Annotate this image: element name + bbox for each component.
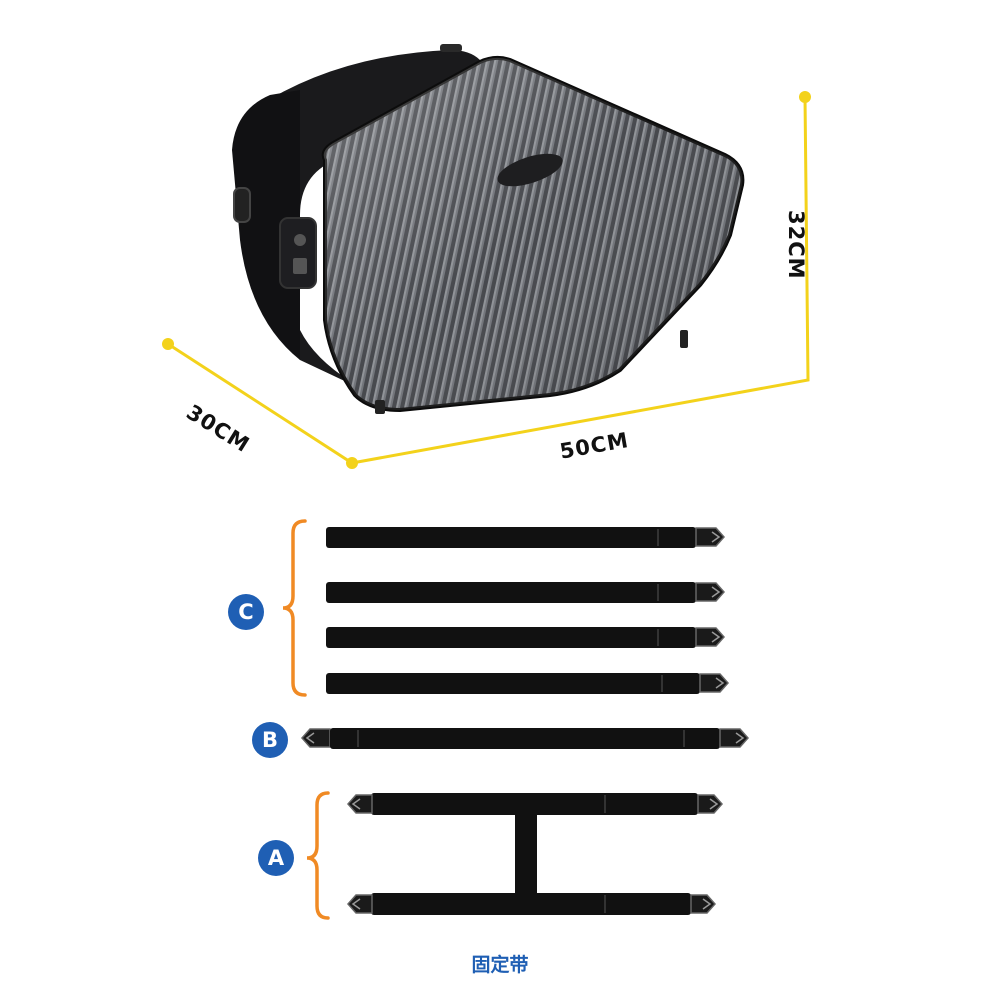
brace-a	[306, 791, 330, 920]
height-dimension-label: 32CM	[784, 210, 808, 280]
strap-c-4	[326, 673, 730, 694]
bag-lock	[279, 217, 317, 289]
saddle-bag	[232, 44, 745, 414]
bag-fabric-body	[237, 50, 560, 400]
dimension-lines	[162, 91, 811, 469]
group-c-badge: C	[228, 594, 264, 630]
group-b-badge: B	[252, 722, 288, 758]
strap-c-1	[326, 527, 726, 548]
strap-caption: 固定带	[471, 954, 529, 976]
strap-a-harness	[346, 793, 724, 915]
strap-c-2	[326, 582, 726, 603]
strap-b	[300, 728, 750, 749]
brace-c	[282, 519, 307, 697]
strap-c-3	[326, 627, 726, 648]
group-a-badge: A	[258, 840, 294, 876]
strap-group-c	[326, 527, 730, 694]
